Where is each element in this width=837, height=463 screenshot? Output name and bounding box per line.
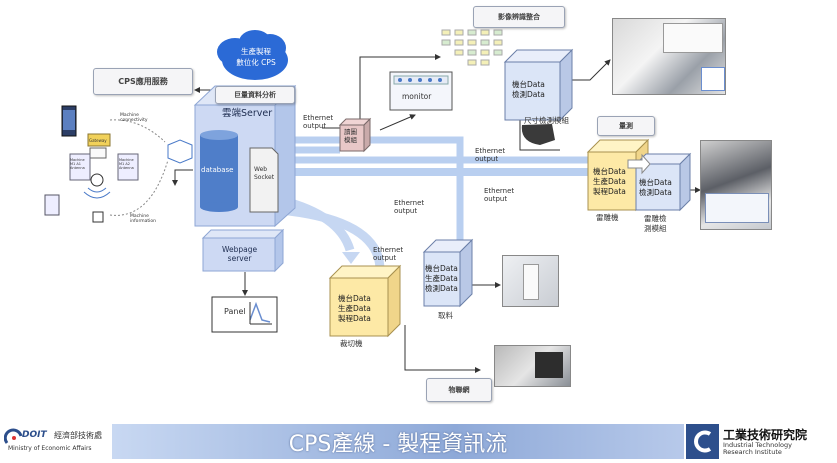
footer-title: CPS產線 - 製程資訊流 — [112, 424, 684, 459]
cube-arm-text: 機台Data 生產Data 檢測Data — [425, 264, 458, 293]
doit-logo-icon — [4, 428, 23, 444]
cube-size-detect-caption: 尺寸檢測模組 — [524, 116, 569, 125]
cloud-label: 生產製程 數位化 CPS — [236, 47, 276, 67]
ethernet-label-5: Ethernet output — [373, 246, 404, 262]
doit-logo: DOIT 經濟部技術處 Ministry of Economic Affairs — [4, 425, 112, 457]
cube-arm-caption: 取料 — [438, 311, 453, 320]
ethernet-label-3: Ethernet output — [484, 187, 515, 203]
cube-cutter — [328, 264, 402, 338]
webpage-server-box — [201, 228, 285, 273]
cloud-icon — [217, 30, 288, 80]
connector-lines — [172, 54, 701, 373]
cube-cutter-caption: 裁切機 — [340, 339, 363, 348]
image-recognition-flow — [441, 29, 503, 66]
cube-size-detect-text: 機台Data 檢測Data — [512, 80, 545, 99]
doit-org-en: Ministry of Economic Affairs — [8, 445, 92, 452]
cube-laser-text: 機台Data 生產Data 製程Data — [593, 167, 626, 196]
reader-module-label: 讀圖 模組 — [344, 128, 357, 144]
cube-arm — [422, 238, 474, 308]
label-cps-app: CPS應用服務 — [93, 68, 193, 95]
monitor-device — [389, 71, 453, 111]
machine-m1-label: Machine M1 A1 Antenna — [70, 158, 85, 170]
photo-laser — [700, 140, 772, 230]
label-image-recognition: 影像辨識整合 — [473, 6, 565, 28]
photo-arm — [502, 255, 559, 307]
photo-size-detect — [612, 18, 726, 95]
ethernet-label-2: Ethernet output — [475, 147, 506, 163]
net-connectivity-label: Machine connectivity — [120, 113, 148, 123]
database-label: database — [201, 166, 234, 174]
ethernet-label-4: Ethernet output — [394, 199, 425, 215]
cube-laser-caption: 雷雕機 — [596, 213, 619, 222]
itri-name-en: Industrial Technology Research Institute — [723, 441, 792, 456]
itri-name: 工業技術研究院 — [723, 428, 808, 442]
cube-cutter-text: 機台Data 生產Data 製程Data — [338, 294, 371, 323]
label-logistics: 物聯網 — [426, 378, 492, 402]
cube-size-detect — [503, 48, 574, 122]
itri-logo: 工業技術研究院 Industrial Technology Research I… — [686, 424, 837, 459]
server-title: 雲端Server — [222, 108, 273, 119]
itri-logo-icon — [694, 430, 712, 453]
panel-box — [211, 296, 278, 333]
panel-label: Panel — [224, 307, 246, 316]
ethernet-label-1: Ethernet output — [303, 114, 334, 130]
reader-module — [338, 117, 372, 153]
monitor-label: monitor — [402, 92, 432, 101]
cube-laser-detect-caption: 雷雕檢 測模組 — [644, 214, 667, 233]
itri-logo-block — [686, 424, 719, 459]
laser-arrow — [627, 153, 651, 175]
net-information-label: Machine information — [130, 214, 156, 224]
left-network-diagram — [44, 105, 193, 223]
doit-text: DOIT — [22, 430, 47, 440]
webpage-server-label: Webpage server — [222, 245, 258, 263]
diagram-canvas — [44, 29, 701, 373]
cube-laser-detect-text: 機台Data 檢測Data — [639, 178, 672, 197]
photo-cutter — [494, 345, 571, 387]
label-big-data: 巨量資料分析 — [215, 86, 295, 104]
cloud-server-box — [193, 84, 297, 228]
label-inspection: 量測 — [597, 116, 655, 136]
doit-org: 經濟部技術處 — [54, 431, 102, 440]
websocket-label: Web Socket — [254, 166, 275, 181]
machine-m2-label: Machine M1 A2 Antenna — [119, 158, 134, 170]
gateway-label: Gateway — [89, 138, 107, 143]
sensor-device — [521, 124, 555, 145]
